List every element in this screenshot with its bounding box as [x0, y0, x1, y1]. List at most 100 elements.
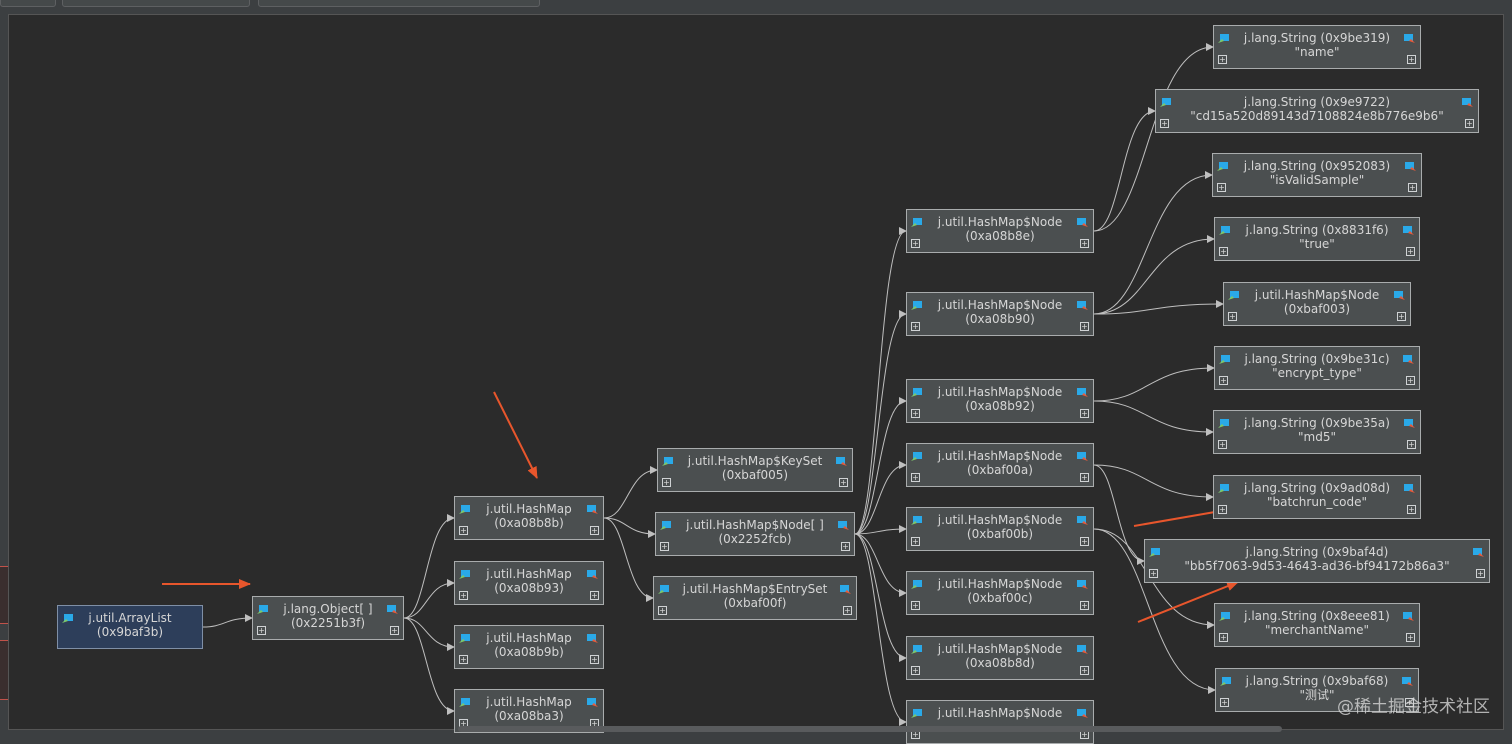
- horizontal-scrollbar[interactable]: [458, 726, 1282, 732]
- object-node[interactable]: j.lang.String (0x8831f6)"true"++: [1214, 217, 1420, 261]
- object-node[interactable]: j.lang.String (0x9baf68)"测试"++: [1215, 668, 1419, 712]
- jump-to-source-icon[interactable]: [1077, 450, 1088, 461]
- object-watch-icon[interactable]: [257, 603, 268, 614]
- jump-to-source-icon[interactable]: [1404, 482, 1415, 493]
- object-watch-icon[interactable]: [1220, 675, 1231, 686]
- jump-to-source-icon[interactable]: [1077, 707, 1088, 718]
- expand-right-icon[interactable]: +: [1406, 633, 1415, 642]
- object-node[interactable]: j.util.HashMap(0xa08ba3)++: [454, 689, 604, 733]
- expand-left-icon[interactable]: +: [1219, 633, 1228, 642]
- toolbar-tab[interactable]: [0, 0, 56, 7]
- expand-right-icon[interactable]: +: [1406, 376, 1415, 385]
- jump-to-source-icon[interactable]: [387, 603, 398, 614]
- jump-to-source-icon[interactable]: [1394, 289, 1405, 300]
- object-node[interactable]: j.lang.String (0x9be35a)"md5"++: [1213, 410, 1421, 454]
- object-watch-icon[interactable]: [662, 455, 673, 466]
- jump-to-source-icon[interactable]: [587, 632, 598, 643]
- expand-left-icon[interactable]: +: [459, 655, 468, 664]
- object-watch-icon[interactable]: [459, 503, 470, 514]
- toolbar-tab[interactable]: [62, 0, 250, 7]
- object-node[interactable]: j.util.ArrayList(0x9baf3b): [57, 605, 203, 649]
- object-watch-icon[interactable]: [1218, 32, 1229, 43]
- object-watch-icon[interactable]: [62, 612, 73, 623]
- expand-right-icon[interactable]: +: [1397, 312, 1406, 321]
- expand-left-icon[interactable]: +: [911, 322, 920, 331]
- jump-to-source-icon[interactable]: [1077, 299, 1088, 310]
- object-node[interactable]: j.util.HashMap$Node(0xa08b8e)++: [906, 209, 1094, 253]
- object-node[interactable]: j.util.HashMap$Node(0xbaf003)++: [1223, 282, 1411, 326]
- expand-left-icon[interactable]: +: [1160, 119, 1169, 128]
- jump-to-source-icon[interactable]: [587, 696, 598, 707]
- jump-to-source-icon[interactable]: [840, 583, 851, 594]
- expand-left-icon[interactable]: +: [911, 537, 920, 546]
- object-node[interactable]: j.lang.String (0x9baf4d)"bb5f7063-9d53-4…: [1144, 539, 1490, 583]
- expand-left-icon[interactable]: +: [1218, 440, 1227, 449]
- object-node[interactable]: j.lang.String (0x8eee81)"merchantName"++: [1214, 603, 1420, 647]
- object-node[interactable]: j.util.HashMap$Node[ ](0x2252fcb)++: [655, 512, 855, 556]
- expand-left-icon[interactable]: +: [1219, 247, 1228, 256]
- expand-right-icon[interactable]: +: [1080, 473, 1089, 482]
- expand-right-icon[interactable]: +: [1406, 247, 1415, 256]
- expand-left-icon[interactable]: +: [911, 601, 920, 610]
- jump-to-source-icon[interactable]: [1403, 224, 1414, 235]
- expand-right-icon[interactable]: +: [590, 655, 599, 664]
- object-node[interactable]: j.lang.String (0x952083)"isValidSample"+…: [1212, 153, 1422, 197]
- expand-right-icon[interactable]: +: [1080, 537, 1089, 546]
- expand-right-icon[interactable]: +: [1407, 55, 1416, 64]
- object-watch-icon[interactable]: [1160, 96, 1171, 107]
- expand-right-icon[interactable]: +: [1405, 698, 1414, 707]
- jump-to-source-icon[interactable]: [838, 519, 849, 530]
- object-node[interactable]: j.lang.String (0x9be319)"name"++: [1213, 25, 1421, 69]
- object-watch-icon[interactable]: [1219, 224, 1230, 235]
- object-node[interactable]: j.util.HashMap$Node(0xbaf00b)++: [906, 507, 1094, 551]
- jump-to-source-icon[interactable]: [1404, 417, 1415, 428]
- expand-right-icon[interactable]: +: [1080, 409, 1089, 418]
- jump-to-source-icon[interactable]: [1462, 96, 1473, 107]
- jump-to-source-icon[interactable]: [1403, 610, 1414, 621]
- expand-right-icon[interactable]: +: [1476, 569, 1485, 578]
- jump-to-source-icon[interactable]: [1405, 160, 1416, 171]
- object-watch-icon[interactable]: [459, 632, 470, 643]
- expand-right-icon[interactable]: +: [590, 526, 599, 535]
- jump-to-source-icon[interactable]: [1404, 32, 1415, 43]
- expand-left-icon[interactable]: +: [1219, 376, 1228, 385]
- jump-to-source-icon[interactable]: [1077, 643, 1088, 654]
- object-node[interactable]: j.util.HashMap$Node(0xa08b90)++: [906, 292, 1094, 336]
- object-node[interactable]: j.util.HashMap(0xa08b9b)++: [454, 625, 604, 669]
- jump-to-source-icon[interactable]: [587, 503, 598, 514]
- object-node[interactable]: j.util.HashMap$Node(0xa08b8d)++: [906, 636, 1094, 680]
- object-node[interactable]: j.util.HashMap$Node(0xa08b92)++: [906, 379, 1094, 423]
- expand-right-icon[interactable]: +: [1407, 440, 1416, 449]
- object-node[interactable]: j.util.HashMap(0xa08b8b)++: [454, 496, 604, 540]
- expand-right-icon[interactable]: +: [390, 626, 399, 635]
- object-node[interactable]: j.util.HashMap$EntrySet(0xbaf00f)++: [653, 576, 857, 620]
- jump-to-source-icon[interactable]: [1473, 546, 1484, 557]
- expand-right-icon[interactable]: +: [839, 478, 848, 487]
- object-watch-icon[interactable]: [1219, 353, 1230, 364]
- jump-to-source-icon[interactable]: [1402, 675, 1413, 686]
- object-watch-icon[interactable]: [459, 696, 470, 707]
- expand-left-icon[interactable]: +: [658, 606, 667, 615]
- object-watch-icon[interactable]: [911, 450, 922, 461]
- expand-left-icon[interactable]: +: [1228, 312, 1237, 321]
- expand-left-icon[interactable]: +: [911, 666, 920, 675]
- object-watch-icon[interactable]: [1228, 289, 1239, 300]
- object-watch-icon[interactable]: [1218, 417, 1229, 428]
- object-node[interactable]: j.util.HashMap$KeySet(0xbaf005)++: [657, 448, 853, 492]
- object-watch-icon[interactable]: [911, 514, 922, 525]
- object-watch-icon[interactable]: [660, 519, 671, 530]
- expand-left-icon[interactable]: +: [1217, 183, 1226, 192]
- expand-left-icon[interactable]: +: [911, 409, 920, 418]
- expand-left-icon[interactable]: +: [911, 473, 920, 482]
- expand-left-icon[interactable]: +: [459, 591, 468, 600]
- expand-right-icon[interactable]: +: [841, 542, 850, 551]
- expand-left-icon[interactable]: +: [257, 626, 266, 635]
- jump-to-source-icon[interactable]: [587, 568, 598, 579]
- expand-right-icon[interactable]: +: [1407, 505, 1416, 514]
- expand-left-icon[interactable]: +: [1149, 569, 1158, 578]
- jump-to-source-icon[interactable]: [1077, 216, 1088, 227]
- expand-right-icon[interactable]: +: [1080, 601, 1089, 610]
- jump-to-source-icon[interactable]: [836, 455, 847, 466]
- object-watch-icon[interactable]: [911, 578, 922, 589]
- object-node[interactable]: j.util.HashMap$Node++: [906, 700, 1094, 744]
